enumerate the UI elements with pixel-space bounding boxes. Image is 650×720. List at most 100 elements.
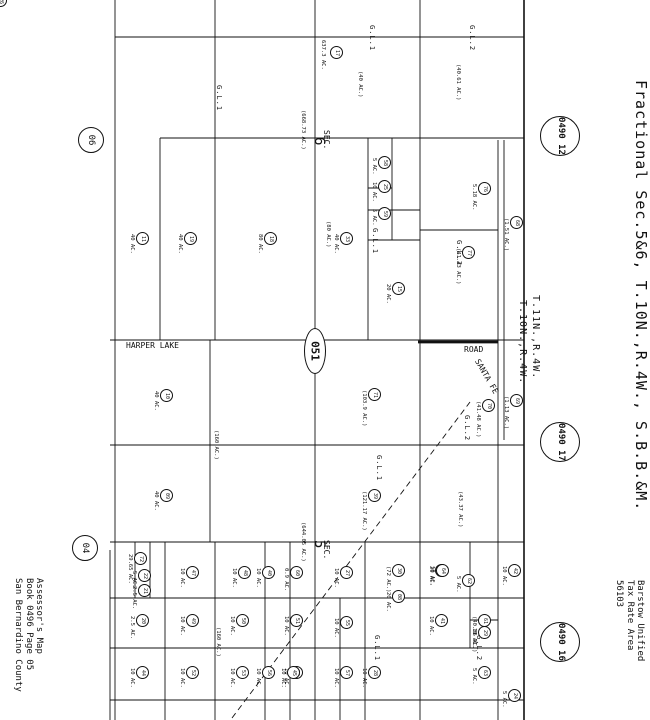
parcel-number-58[interactable]: 58 xyxy=(378,156,391,169)
parcel-number-62[interactable]: 62 xyxy=(462,574,475,587)
parcel-number-text: 09 xyxy=(163,492,170,499)
parcel-number-text: 56 xyxy=(265,669,272,676)
parcel-number-08[interactable]: 08 xyxy=(392,590,405,603)
parcel-number-40[interactable]: 40 xyxy=(262,566,275,579)
book-ref-text: 0490 17 xyxy=(555,423,566,461)
parcel-number-64[interactable]: 64 xyxy=(436,564,449,577)
parcel-number-text: 68 xyxy=(513,219,520,226)
parcel-number-text: 10 xyxy=(163,392,170,399)
parcel-number-09[interactable]: 09 xyxy=(160,489,173,502)
parcel-number-63[interactable]: 63 xyxy=(478,666,491,679)
book-ref-text: 0490 12 xyxy=(555,117,566,155)
parcel-number-50[interactable]: 50 xyxy=(236,614,249,627)
parcel-number-44[interactable]: 44 xyxy=(136,666,149,679)
page-number: 051 xyxy=(308,341,322,361)
parcel-acreage: 40 AC. xyxy=(177,234,183,254)
parcel-number-56[interactable]: 56 xyxy=(262,666,275,679)
parcel-acreage: 5.18 AC. xyxy=(471,184,477,211)
map-title: Fractional Sec.5&6, T.10N.,R.4W., S.B.B.… xyxy=(632,80,650,512)
parcel-number-72[interactable]: 72 xyxy=(134,552,147,565)
parcel-number-10[interactable]: 10 xyxy=(160,389,173,402)
parcel-number-text: 26 xyxy=(0,0,4,4)
parcel-number-51[interactable]: 51 xyxy=(290,614,303,627)
parcel-number-19[interactable]: 19 xyxy=(184,232,197,245)
parcel-number-41[interactable]: 41 xyxy=(435,614,448,627)
parcel-number-24[interactable]: 24 xyxy=(508,689,521,702)
parcel-number-71[interactable]: 71 xyxy=(368,388,381,401)
dim-label: (644.05 AC.) xyxy=(300,522,306,562)
parcel-number-70[interactable]: 70 xyxy=(482,399,495,412)
gl-label: G.L.2 xyxy=(468,25,476,52)
parcel-acreage: 40 AC. xyxy=(333,234,339,254)
harper-lake-label: HARPER LAKE xyxy=(126,341,179,350)
parcel-number-11[interactable]: 11 xyxy=(136,232,149,245)
neighbor-page-04[interactable]: 04 xyxy=(72,535,98,561)
parcel-number-60[interactable]: 60 xyxy=(290,566,303,579)
parcel-number-77[interactable]: 77 xyxy=(462,246,475,259)
book-ref-0490-17[interactable]: 0490 17 xyxy=(540,422,580,462)
parcel-number-text: 62 xyxy=(465,577,472,584)
parcel-acreage: (43.37 AC.) xyxy=(457,491,463,528)
road-label: ROAD xyxy=(464,345,484,354)
parcel-number-15[interactable]: 15 xyxy=(392,282,405,295)
parcel-number-text: 42 xyxy=(511,567,518,574)
parcel-number-17[interactable]: 17 xyxy=(330,46,343,59)
parcel-acreage: 10 AC. xyxy=(231,568,237,588)
parcel-number-29[interactable]: 29 xyxy=(478,626,491,639)
dim-label: (668.73 AC.) xyxy=(300,110,306,150)
neighbor-page-label: 04 xyxy=(80,542,90,554)
parcel-acreage: 5 AC. xyxy=(371,158,377,175)
parcel-number-39[interactable]: 39 xyxy=(368,489,381,502)
parcel-number-text: 40 xyxy=(265,569,272,576)
parcel-number-text: 18 xyxy=(267,235,274,242)
parcel-number-text: 15 xyxy=(395,285,402,292)
parcel-number-69[interactable]: 69 xyxy=(510,394,523,407)
parcel-number-53[interactable]: 53 xyxy=(236,666,249,679)
parcel-number-42[interactable]: 42 xyxy=(508,564,521,577)
parcel-number-25[interactable]: 25 xyxy=(378,180,391,193)
parcel-number-55[interactable]: 55 xyxy=(340,616,353,629)
parcel-number-49[interactable]: 49 xyxy=(186,614,199,627)
parcel-number-28[interactable]: 28 xyxy=(368,666,381,679)
parcel-number-33[interactable]: 33 xyxy=(340,232,353,245)
assessor-line3: San Bernardino County xyxy=(13,578,24,692)
parcel-number-30[interactable]: 30 xyxy=(392,564,405,577)
book-ref-0490-12[interactable]: 0490 12 xyxy=(540,116,580,156)
parcel-number-text: 08 xyxy=(395,593,402,600)
parcel-number-22[interactable]: 22 xyxy=(138,569,151,582)
book-ref-0490-16[interactable]: 0490 16 xyxy=(540,622,580,662)
parcel-number-text: 53 xyxy=(239,669,246,676)
parcel-number-48[interactable]: 48 xyxy=(238,566,251,579)
parcel-number-text: 72 xyxy=(137,555,144,562)
parcel-number-text: 25 xyxy=(381,183,388,190)
parcel-number-76[interactable]: 76 xyxy=(478,182,491,195)
parcel-number-45[interactable]: 45 xyxy=(287,666,300,679)
parcel-number-68[interactable]: 68 xyxy=(510,216,523,229)
parcel-number-59[interactable]: 59 xyxy=(378,207,391,220)
parcel-number-52[interactable]: 52 xyxy=(186,666,199,679)
parcel-number-27[interactable]: 27 xyxy=(340,566,353,579)
parcel-number-text: 27 xyxy=(343,569,350,576)
parcel-number-text: 48 xyxy=(241,569,248,576)
assessor-line2: Book 0496 Page 05 xyxy=(23,578,34,671)
parcel-number-text: 58 xyxy=(381,159,388,166)
parcel-number-text: 59 xyxy=(381,210,388,217)
gl-label: G.L.1 xyxy=(375,455,383,482)
parcel-acreage: 10 AC. xyxy=(471,628,477,648)
parcel-acreage: 0.9 AC. xyxy=(283,568,289,592)
neighbor-page-06[interactable]: 06 xyxy=(78,127,104,153)
parcel-number-text: 51 xyxy=(293,617,300,624)
parcel-number-20[interactable]: 20 xyxy=(136,614,149,627)
parcel-number-21[interactable]: 21 xyxy=(138,584,151,597)
parcel-acreage: 10 AC. xyxy=(428,616,434,636)
parcel-number-text: 29 xyxy=(481,629,488,636)
parcel-number-47[interactable]: 47 xyxy=(186,566,199,579)
parcel-number-57[interactable]: 57 xyxy=(340,666,353,679)
parcel-number-text: 45 xyxy=(290,669,297,676)
parcel-number-18[interactable]: 18 xyxy=(264,232,277,245)
parcel-acreage: 5 AC. xyxy=(455,576,461,593)
parcel-number-text: 69 xyxy=(513,397,520,404)
parcel-number-text: 64 xyxy=(439,567,446,574)
dim-label: (160 AC.) xyxy=(213,430,219,460)
